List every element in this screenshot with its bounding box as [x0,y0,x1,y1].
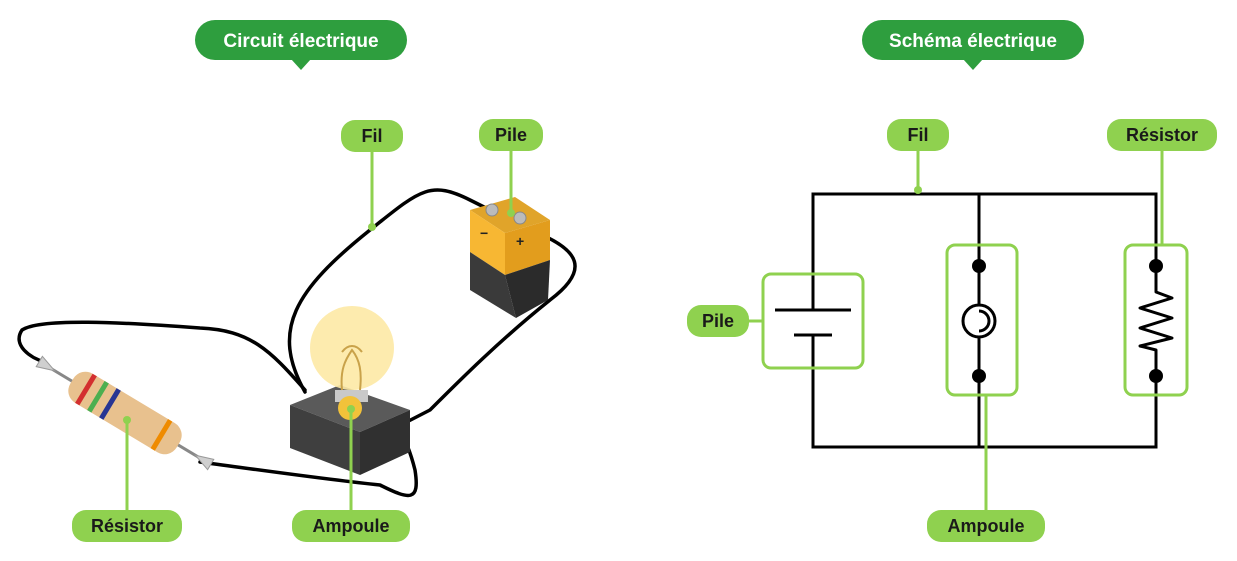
battery-plus-sign: + [516,233,524,249]
right-battery-label: Pile [702,311,734,331]
left-title-bubble: Circuit électrique [195,20,407,70]
left-label-bulb: Ampoule [292,405,410,542]
left-label-battery: Pile [479,119,543,217]
physical-bulb [290,306,410,475]
battery-minus-sign: − [480,225,488,241]
schematic-bulb [945,243,1019,397]
right-label-bulb: Ampoule [927,395,1045,542]
physical-battery: − + [470,197,550,318]
right-label-battery: Pile [687,305,763,337]
right-title: Schéma électrique [889,31,1057,52]
right-wire-label: Fil [908,125,929,145]
right-label-wire: Fil [887,119,949,194]
right-resistor-label: Résistor [1126,125,1198,145]
left-wire-label: Fil [362,126,383,146]
left-label-resistor: Résistor [72,416,182,542]
physical-resistor [35,355,215,471]
right-bulb-label: Ampoule [947,516,1024,536]
left-bulb-label: Ampoule [312,516,389,536]
right-label-resistor: Résistor [1107,119,1217,245]
right-title-bubble: Schéma électrique [862,20,1084,70]
left-label-wire: Fil [341,120,403,231]
left-resistor-label: Résistor [91,516,163,536]
left-title: Circuit électrique [223,31,378,52]
schematic-resistor [1123,243,1189,397]
left-battery-label: Pile [495,125,527,145]
